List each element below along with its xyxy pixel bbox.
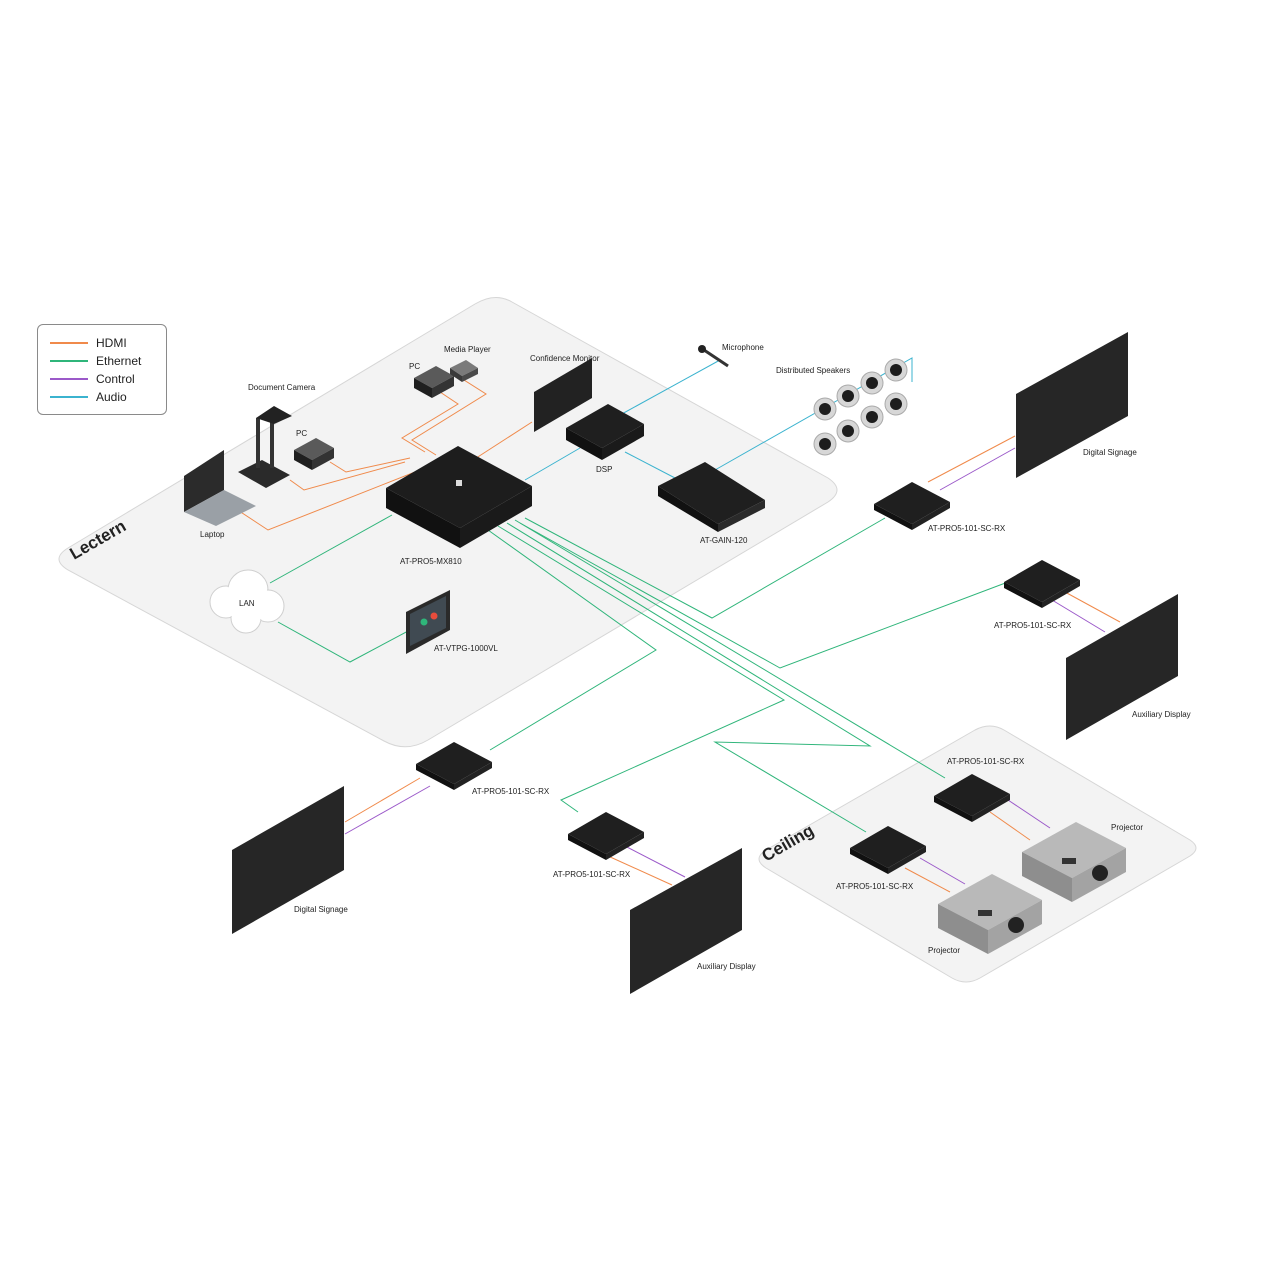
hdmi-cable-confidence [469,421,533,463]
audio-cable-mic [619,359,721,416]
legend-label-audio: Audio [96,390,127,404]
hdmi-cable-signage-right [927,435,1016,483]
control-cable-proj-2 [919,857,966,885]
distributed-speakers[interactable] [813,358,908,456]
digital-signage-left[interactable] [232,786,344,934]
audio-cable-amp-speakers [714,357,913,471]
media-player-label: Media Player [444,345,491,354]
digital-signage-right-label: Digital Signage [1083,448,1137,457]
legend-label-control: Control [96,372,135,386]
hdmi-cable-pc-top [401,391,459,453]
legend-label-ethernet: Ethernet [96,354,142,368]
laptop[interactable] [184,450,256,526]
microphone[interactable] [698,345,729,368]
hdmi-cable-proj-1 [989,811,1031,841]
media-player[interactable] [450,360,478,382]
hdmi-cable-media-player [411,379,487,456]
projector-1-label: Projector [1111,823,1143,832]
touch-panel[interactable] [406,590,450,654]
legend-item-audio: Audio [50,388,166,406]
receiver-rx-1[interactable] [874,482,950,530]
projector-2-label: Projector [928,946,960,955]
legend-label-hdmi: HDMI [96,336,127,350]
ethernet-cable-rx1 [524,517,886,619]
control-cables [344,447,1106,885]
hdmi-cable-doccam [289,461,406,491]
receiver-rx-1-label: AT-PRO5-101-SC-RX [928,524,1006,533]
pc-left-label: PC [296,429,307,438]
legend: HDMI Ethernet Control Audio [37,324,167,415]
ethernet-cable-touchpanel [277,621,411,663]
receiver-rx-5[interactable] [934,774,1010,822]
control-cable-aux-bottom [624,845,686,878]
auxiliary-display-right-label: Auxiliary Display [1132,710,1191,719]
matrix-switcher-label: AT-PRO5-MX810 [400,557,462,566]
confidence-monitor-label: Confidence Monitor [530,354,600,363]
hdmi-cable-signage-left [344,777,421,823]
legend-swatch-ethernet [50,360,88,362]
matrix-switcher[interactable] [386,446,532,548]
auxiliary-display-right[interactable] [1066,594,1178,740]
receiver-rx-2-label: AT-PRO5-101-SC-RX [994,621,1072,630]
laptop-label: Laptop [200,530,225,539]
receiver-rx-6[interactable] [850,826,926,874]
control-cable-proj-1 [1007,799,1051,829]
lan-cloud-fill [211,571,283,632]
ethernet-cables [269,514,1009,833]
ethernet-cable-rx5 [506,522,872,833]
legend-swatch-audio [50,396,88,398]
ceiling-zone [758,725,1197,983]
hdmi-cable-laptop [229,469,421,531]
receiver-rx-2[interactable] [1004,560,1080,608]
document-camera-label: Document Camera [248,383,316,392]
confidence-monitor[interactable] [534,358,592,432]
auxiliary-display-bottom[interactable] [630,848,742,994]
legend-swatch-hdmi [50,342,88,344]
hdmi-cable-proj-2 [904,867,951,893]
distributed-speakers-label: Distributed Speakers [776,366,850,375]
legend-item-control: Control [50,370,166,388]
receiver-rx-4[interactable] [568,812,644,860]
hdmi-cable-pc-left [329,457,411,473]
audio-cable-matrix-dsp [524,447,581,481]
digital-signage-left-label: Digital Signage [294,905,348,914]
legend-item-ethernet: Ethernet [50,352,166,370]
dsp-label: DSP [596,465,612,474]
pc-top-label: PC [409,362,420,371]
ethernet-cable-rx3 [487,529,657,751]
ethernet-cable-rx2 [519,522,1009,669]
microphone-label: Microphone [722,343,764,352]
touch-panel-label: AT-VTPG-1000VL [434,644,498,653]
hdmi-cables [229,379,1121,893]
control-cable-signage-right [939,447,1016,491]
digital-signage-right[interactable] [1016,332,1128,478]
lan-label: LAN [239,599,255,608]
pc-top[interactable] [414,366,454,398]
ethernet-cable-lan [269,514,393,584]
receiver-rx-5-label: AT-PRO5-101-SC-RX [947,757,1025,766]
audio-cable-dsp-amp [624,451,676,479]
legend-swatch-control [50,378,88,380]
document-camera[interactable] [238,406,292,488]
legend-item-hdmi: HDMI [50,334,166,352]
control-cable-signage-left [344,785,431,835]
amplifier[interactable] [658,462,765,532]
receiver-rx-4-label: AT-PRO5-101-SC-RX [553,870,631,879]
projector-2[interactable] [938,874,1042,954]
projector-1[interactable] [1022,822,1126,902]
receiver-rx-3[interactable] [416,742,492,790]
ethernet-cable-rx4 [497,525,786,813]
receiver-rx-6-label: AT-PRO5-101-SC-RX [836,882,914,891]
control-cable-aux-right [1051,599,1106,633]
ethernet-cable-rx6 [514,519,946,779]
receiver-rx-3-label: AT-PRO5-101-SC-RX [472,787,550,796]
auxiliary-display-bottom-label: Auxiliary Display [697,962,756,971]
audio-cables [524,357,913,481]
pc-left[interactable] [294,438,334,470]
amplifier-label: AT-GAIN-120 [700,536,748,545]
hdmi-cable-aux-bottom [607,855,673,886]
hdmi-cable-aux-right [1064,591,1121,623]
dsp[interactable] [566,404,644,460]
